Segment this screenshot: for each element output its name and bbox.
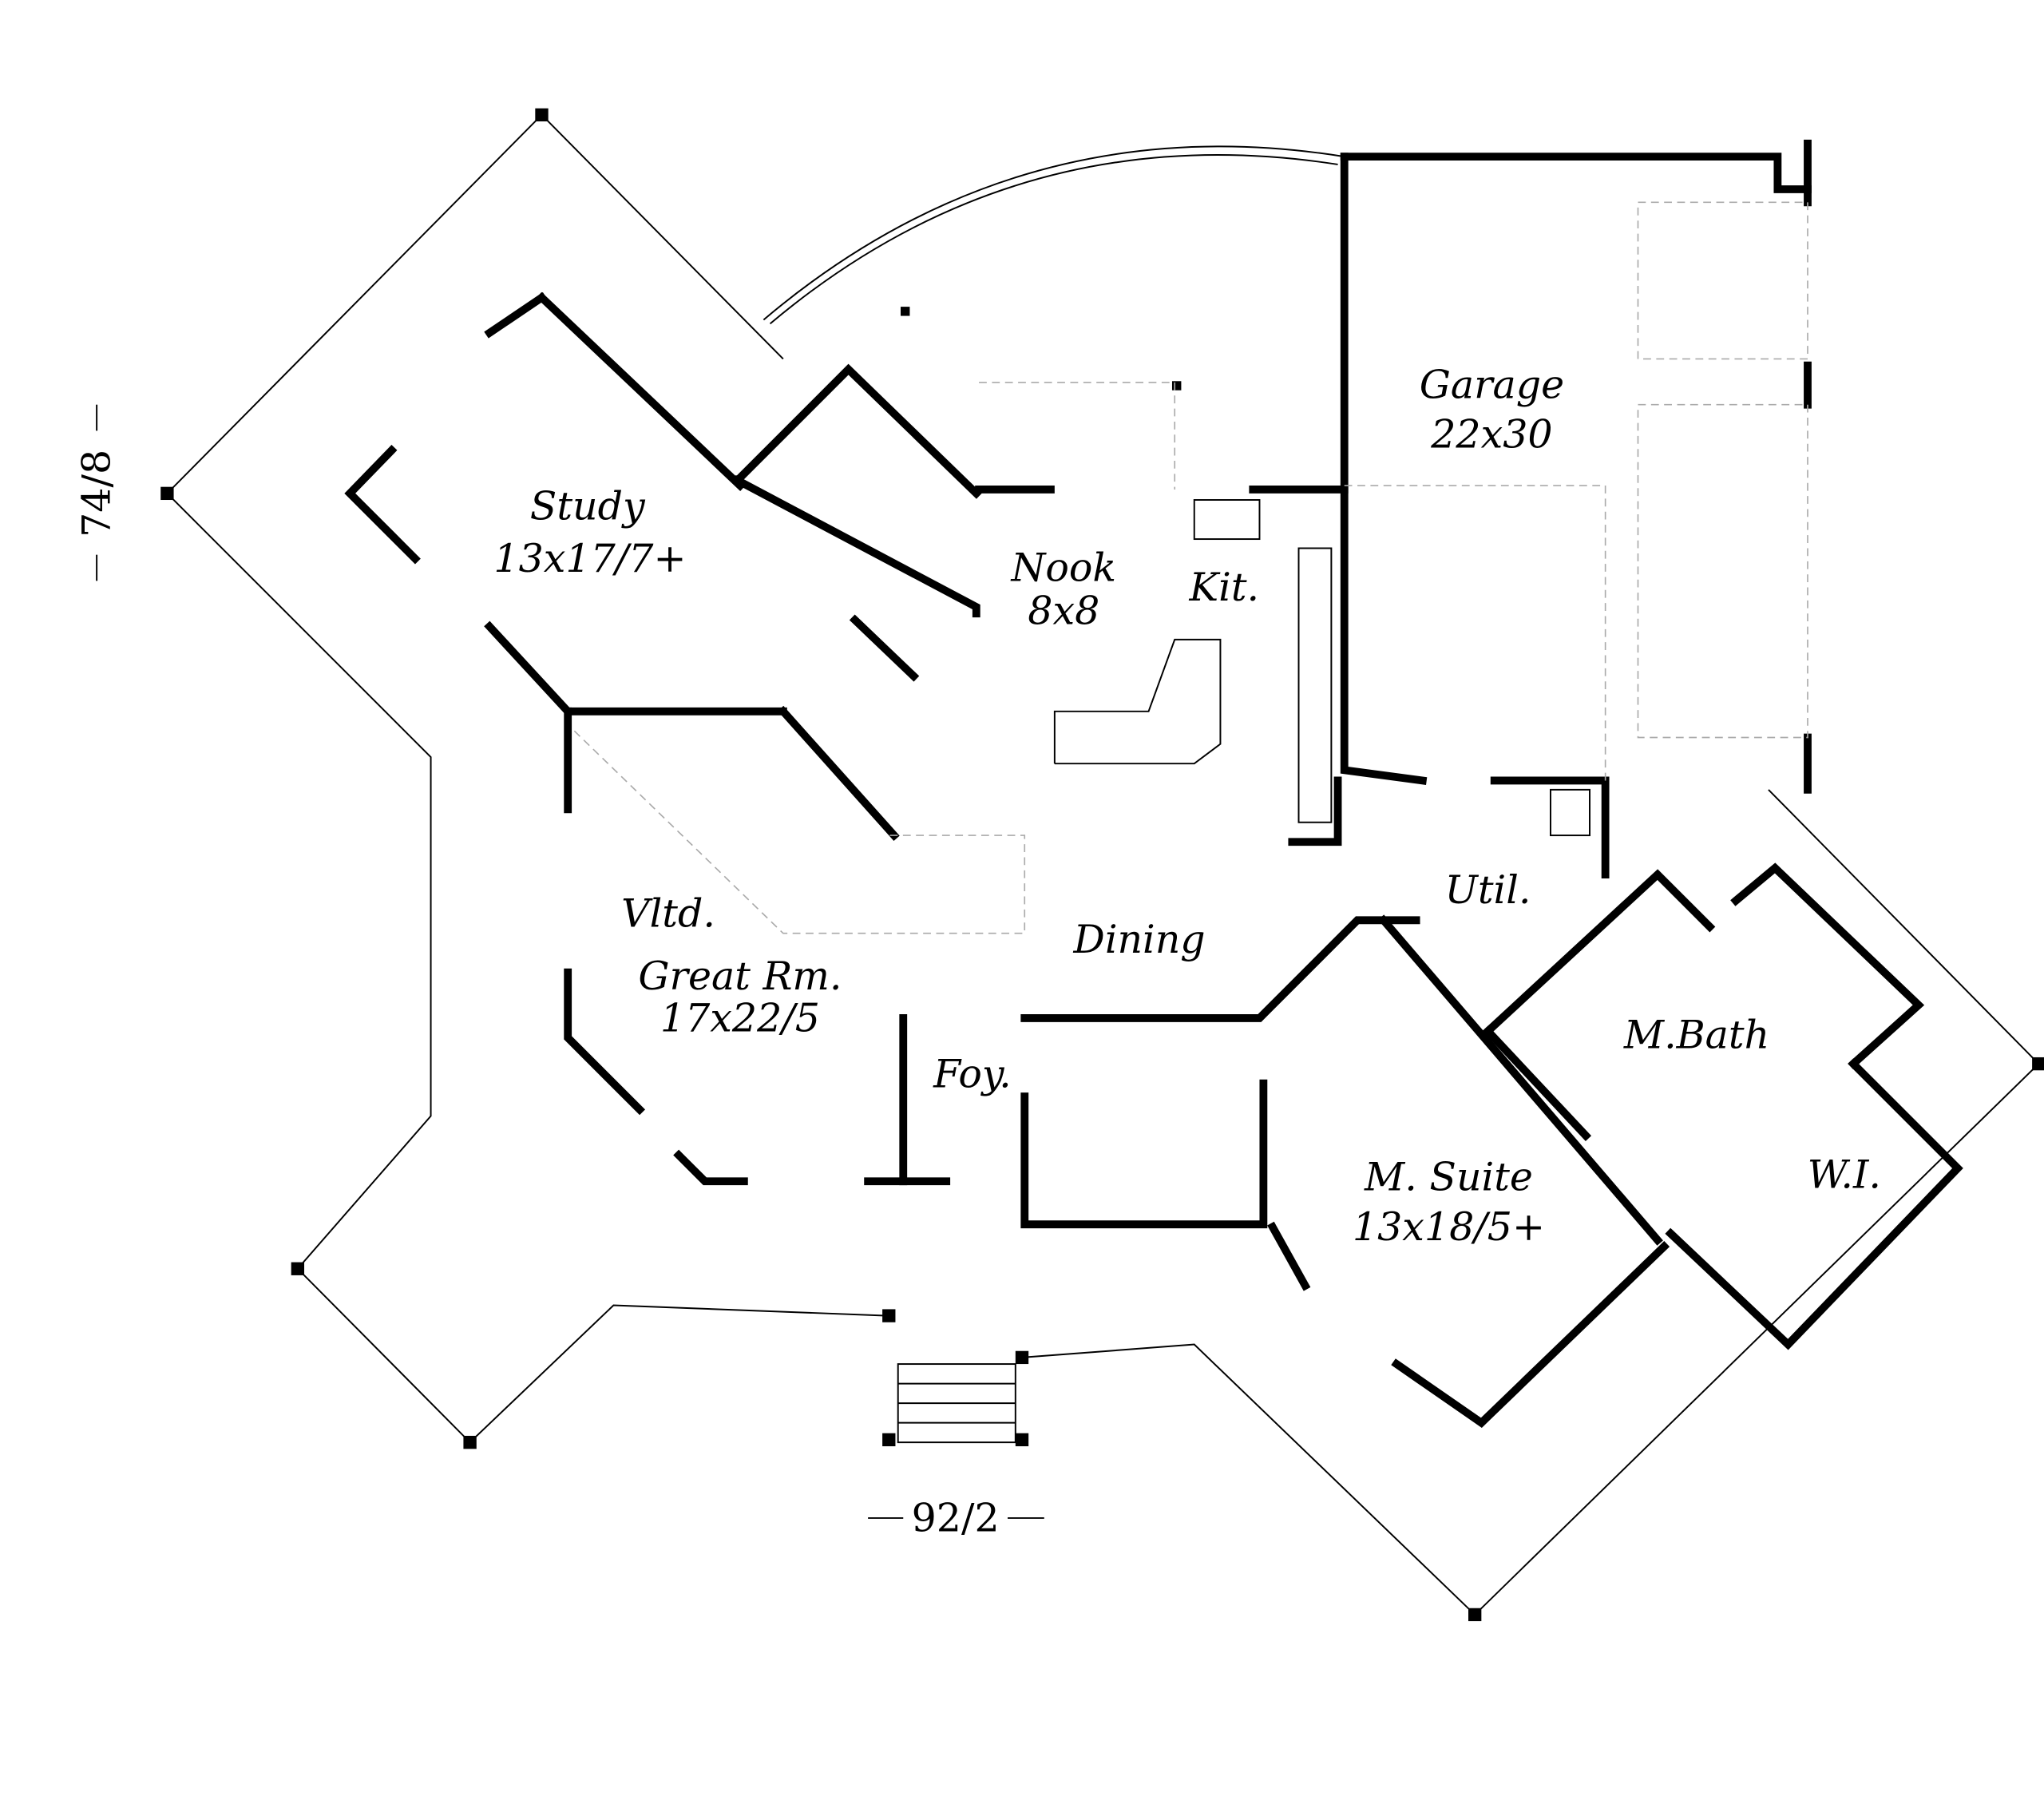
nook-size: 8x8: [1028, 587, 1099, 633]
depth-dimension: 74/8: [73, 404, 119, 581]
master-suite-size: 13x18/5+: [1353, 1203, 1545, 1250]
nook-label: Nook: [1010, 544, 1116, 590]
room-great-room: Vltd. Great Rm. 17x22/5: [621, 890, 842, 1041]
room-master-suite: M. Suite 13x18/5+: [1353, 1154, 1545, 1250]
great-room-size: 17x22/5: [660, 994, 820, 1041]
width-dimension: 92/2: [868, 1494, 1044, 1540]
porch-outlines: [166, 114, 2040, 1616]
kitchen-label: Kit.: [1189, 564, 1260, 610]
garage-size: 22x30: [1430, 411, 1552, 458]
study-label: Study: [530, 483, 646, 529]
dashed-lines: [573, 201, 1808, 934]
great-room-vaulted: Vltd.: [621, 890, 715, 937]
walls: [344, 139, 1963, 1428]
depth-dimension-label: 74/8: [73, 450, 119, 537]
walk-in-closet-label: W.I.: [1808, 1151, 1881, 1197]
study-size: 13x17/7+: [493, 535, 686, 581]
room-garage: Garage 22x30: [1420, 362, 1564, 458]
utility-label: Util.: [1445, 866, 1531, 913]
great-room-label: Great Rm.: [638, 953, 842, 999]
master-suite-label: M. Suite: [1364, 1154, 1533, 1200]
porch-posts: [160, 108, 2044, 1622]
dining-label: Dining: [1073, 916, 1206, 962]
garage-label: Garage: [1420, 362, 1564, 408]
master-bath-label: M.Bath: [1623, 1012, 1769, 1058]
room-nook: Nook 8x8: [1010, 544, 1116, 633]
width-dimension-label: 92/2: [912, 1494, 1000, 1540]
front-steps: [897, 1363, 1016, 1444]
foyer-label: Foy.: [933, 1051, 1012, 1097]
room-study: Study 13x17/7+: [493, 483, 686, 581]
kitchen-counters: [1053, 499, 1590, 837]
